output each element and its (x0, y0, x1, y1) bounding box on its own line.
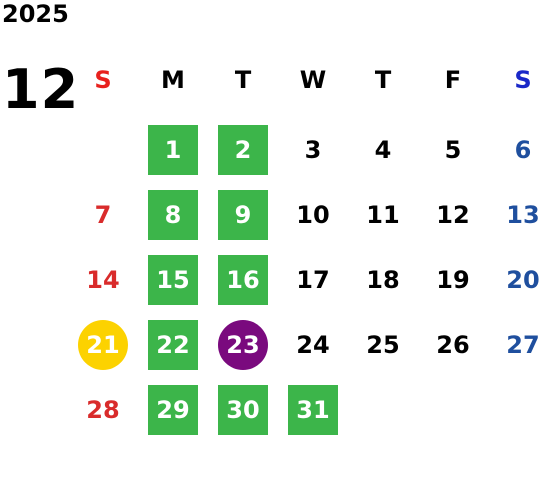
day-cell-28[interactable]: 28 (86, 396, 120, 424)
day-cell-13[interactable]: 13 (506, 201, 540, 229)
day-cell-29[interactable]: 29 (148, 385, 198, 435)
day-cell-1[interactable]: 1 (148, 125, 198, 175)
day-cell-4[interactable]: 4 (374, 136, 392, 164)
day-cell-12[interactable]: 12 (436, 201, 470, 229)
day-cell-9[interactable]: 9 (218, 190, 268, 240)
day-cell-22[interactable]: 22 (148, 320, 198, 370)
year-label: 2025 (2, 0, 69, 28)
month-label: 12 (2, 58, 80, 121)
day-cell-30[interactable]: 30 (218, 385, 268, 435)
day-cell-16[interactable]: 16 (218, 255, 268, 305)
day-cell-24[interactable]: 24 (296, 331, 330, 359)
weekday-tuesday: T (234, 66, 252, 94)
day-cell-8[interactable]: 8 (148, 190, 198, 240)
day-cell-25[interactable]: 25 (366, 331, 400, 359)
weekday-monday: M (161, 66, 185, 94)
day-cell-19[interactable]: 19 (436, 266, 470, 294)
day-cell-7[interactable]: 7 (94, 201, 112, 229)
day-cell-20[interactable]: 20 (506, 266, 540, 294)
day-cell-15[interactable]: 15 (148, 255, 198, 305)
day-cell-14[interactable]: 14 (86, 266, 120, 294)
weekday-wednesday: W (299, 66, 327, 94)
day-cell-21[interactable]: 21 (78, 320, 128, 370)
day-cell-17[interactable]: 17 (296, 266, 330, 294)
day-cell-23[interactable]: 23 (218, 320, 268, 370)
weekday-thursday: T (374, 66, 392, 94)
weekday-friday: F (444, 66, 462, 94)
day-cell-3[interactable]: 3 (304, 136, 322, 164)
day-cell-11[interactable]: 11 (366, 201, 400, 229)
day-cell-5[interactable]: 5 (444, 136, 462, 164)
day-cell-6[interactable]: 6 (514, 136, 532, 164)
day-cell-26[interactable]: 26 (436, 331, 470, 359)
day-cell-2[interactable]: 2 (218, 125, 268, 175)
day-cell-27[interactable]: 27 (506, 331, 540, 359)
weekday-sunday: S (94, 66, 112, 94)
day-cell-18[interactable]: 18 (366, 266, 400, 294)
weekday-saturday: S (514, 66, 532, 94)
day-cell-10[interactable]: 10 (296, 201, 330, 229)
day-cell-31[interactable]: 31 (288, 385, 338, 435)
